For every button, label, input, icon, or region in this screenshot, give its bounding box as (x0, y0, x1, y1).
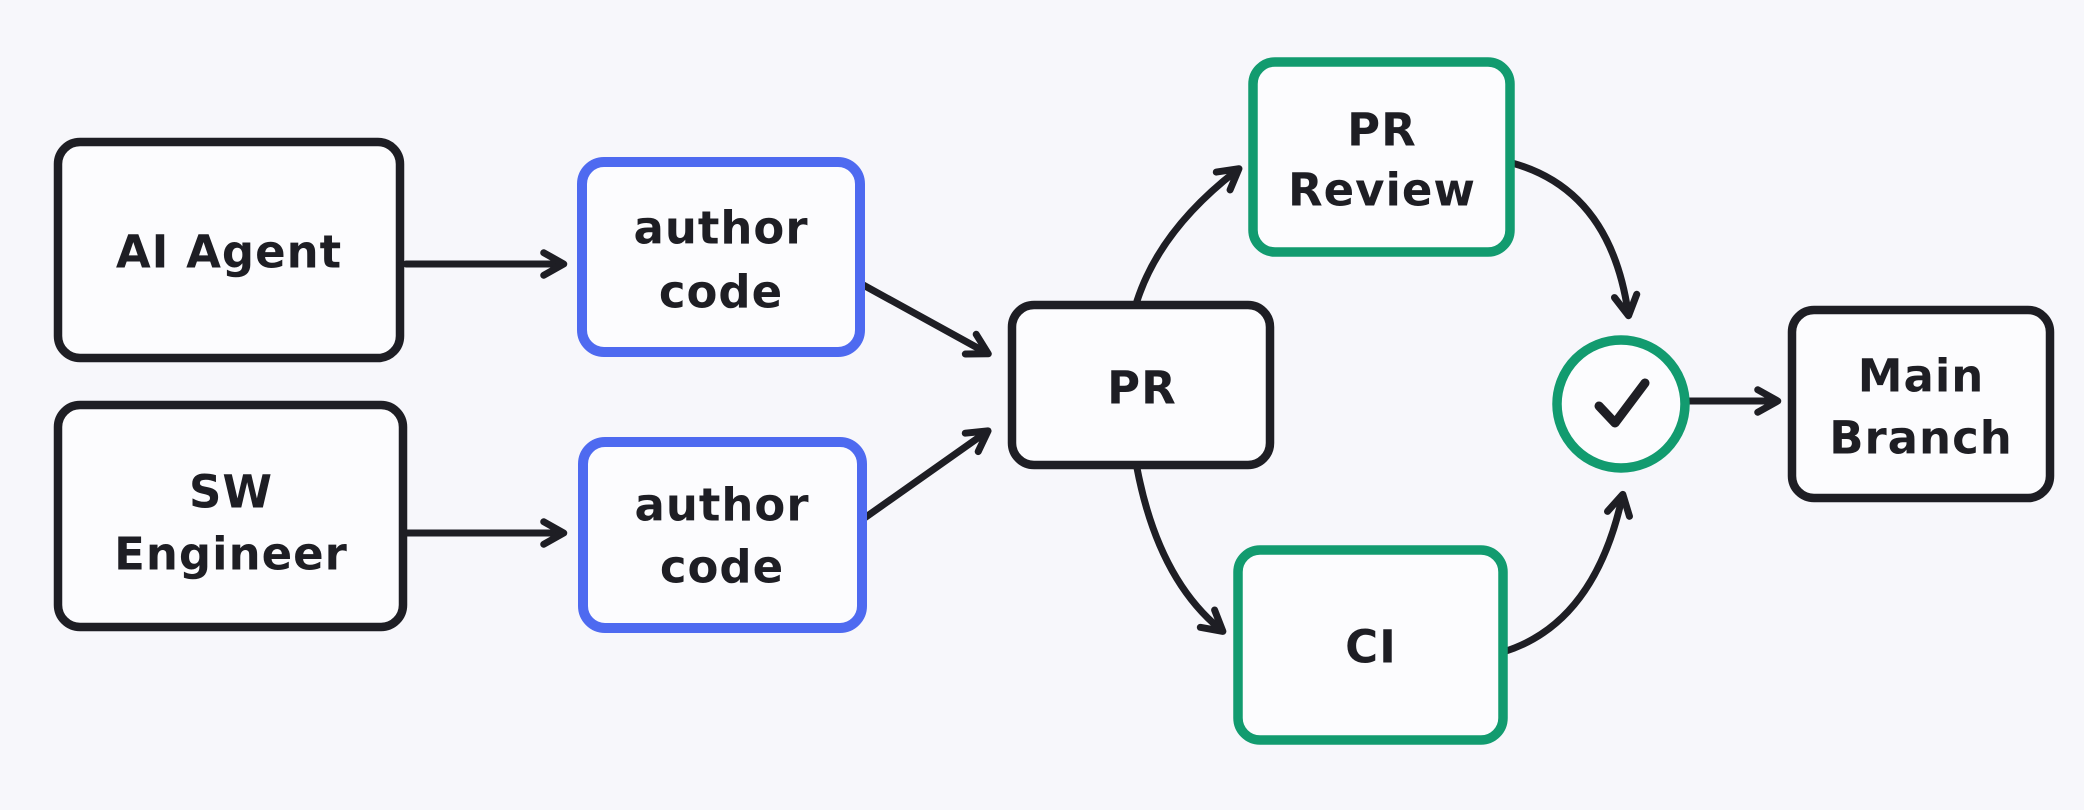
author-code-bottom-label-line2: code (660, 541, 784, 594)
node-author-code-bottom[interactable]: author code (578, 437, 867, 633)
author-code-bottom-label-line1: author (634, 479, 809, 532)
pr-label: PR (1107, 362, 1177, 415)
arrow-ci-to-approval[interactable] (1499, 490, 1633, 656)
node-main-branch[interactable]: Main Branch (1787, 305, 2055, 503)
node-pr-review[interactable]: PR Review (1248, 57, 1515, 257)
author-code-bottom-box[interactable] (578, 437, 867, 633)
node-ci[interactable]: CI (1233, 545, 1508, 745)
pr-review-label-line1: PR (1347, 104, 1417, 157)
main-branch-label-line2: Branch (1829, 412, 2013, 465)
sw-engineer-label-line1: SW (189, 466, 273, 519)
pr-review-label-line2: Review (1288, 164, 1476, 217)
pr-review-box[interactable] (1248, 57, 1515, 257)
ai-agent-box[interactable] (53, 137, 405, 363)
node-author-code-top[interactable]: author code (577, 157, 865, 357)
checkmark-icon (1594, 378, 1650, 428)
approval-circle[interactable] (1552, 335, 1690, 473)
node-pr[interactable]: PR (1007, 300, 1275, 470)
ci-label: CI (1345, 621, 1397, 674)
sw-engineer-box[interactable] (53, 400, 408, 632)
arrow-pr-review-to-approval[interactable] (1508, 159, 1641, 320)
author-code-top-label-line1: author (633, 202, 808, 255)
pr-box[interactable] (1007, 300, 1275, 470)
ci-box[interactable] (1233, 545, 1508, 745)
ai-agent-label: AI Agent (116, 226, 342, 279)
author-code-top-label-line2: code (659, 266, 783, 319)
sw-engineer-label-line2: Engineer (114, 528, 348, 581)
arrow-author-code-top-to-pr[interactable] (852, 277, 992, 358)
author-code-top-box[interactable] (577, 157, 865, 357)
arrow-pr-to-ci[interactable] (1133, 464, 1227, 635)
arrow-author-code-bottom-to-pr[interactable] (852, 427, 992, 528)
node-ai-agent[interactable]: AI Agent (53, 137, 405, 363)
main-branch-box[interactable] (1787, 305, 2055, 503)
node-approval-check[interactable] (1552, 335, 1690, 473)
node-sw-engineer[interactable]: SW Engineer (53, 400, 408, 632)
arrow-pr-to-pr-review[interactable] (1133, 165, 1243, 305)
main-branch-label-line1: Main (1858, 350, 1985, 403)
